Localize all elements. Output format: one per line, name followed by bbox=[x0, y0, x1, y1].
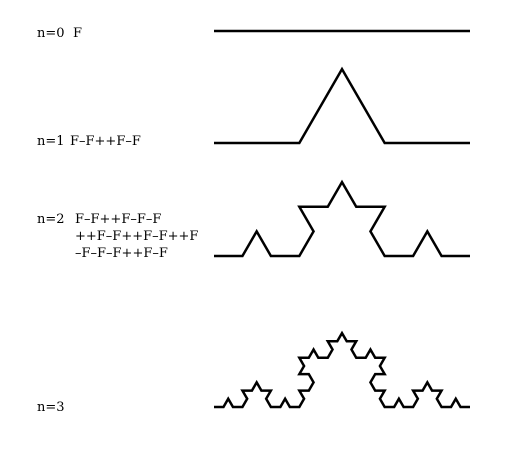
stage-3-label: n=3 bbox=[37, 400, 65, 415]
stage-2-rule-line-1: F–F++F–F–F bbox=[75, 212, 162, 227]
koch-curve-n3 bbox=[214, 330, 470, 409]
stage-2-rule: F–F++F–F–F ++F–F++F–F++F –F–F–F++F–F bbox=[75, 211, 198, 262]
stage-2-label: n=2 bbox=[37, 212, 65, 227]
stage-2-rule-line-3: –F–F–F++F–F bbox=[75, 246, 168, 261]
stage-2-rule-line-2: ++F–F++F–F++F bbox=[75, 229, 199, 244]
stage-0-rule-line: F bbox=[73, 26, 83, 41]
koch-curve-n1 bbox=[214, 66, 470, 145]
stage-1-label: n=1 bbox=[37, 134, 65, 149]
stage-0-rule: F bbox=[73, 25, 82, 42]
stage-1-rule-line: F–F++F–F bbox=[70, 134, 141, 149]
stage-0-label: n=0 bbox=[37, 26, 65, 41]
stage-1-rule: F–F++F–F bbox=[70, 133, 141, 150]
koch-curve-n2 bbox=[214, 179, 470, 258]
